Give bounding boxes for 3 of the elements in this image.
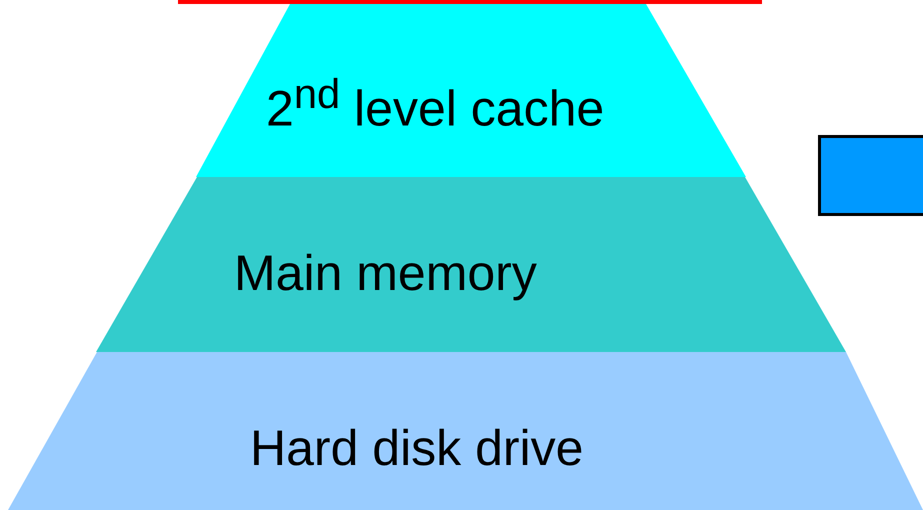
level-label: Hard disk drive bbox=[250, 423, 584, 473]
level-label: Main memory bbox=[234, 248, 537, 298]
level-label: 2$^{nd}$ level cache bbox=[266, 73, 604, 134]
